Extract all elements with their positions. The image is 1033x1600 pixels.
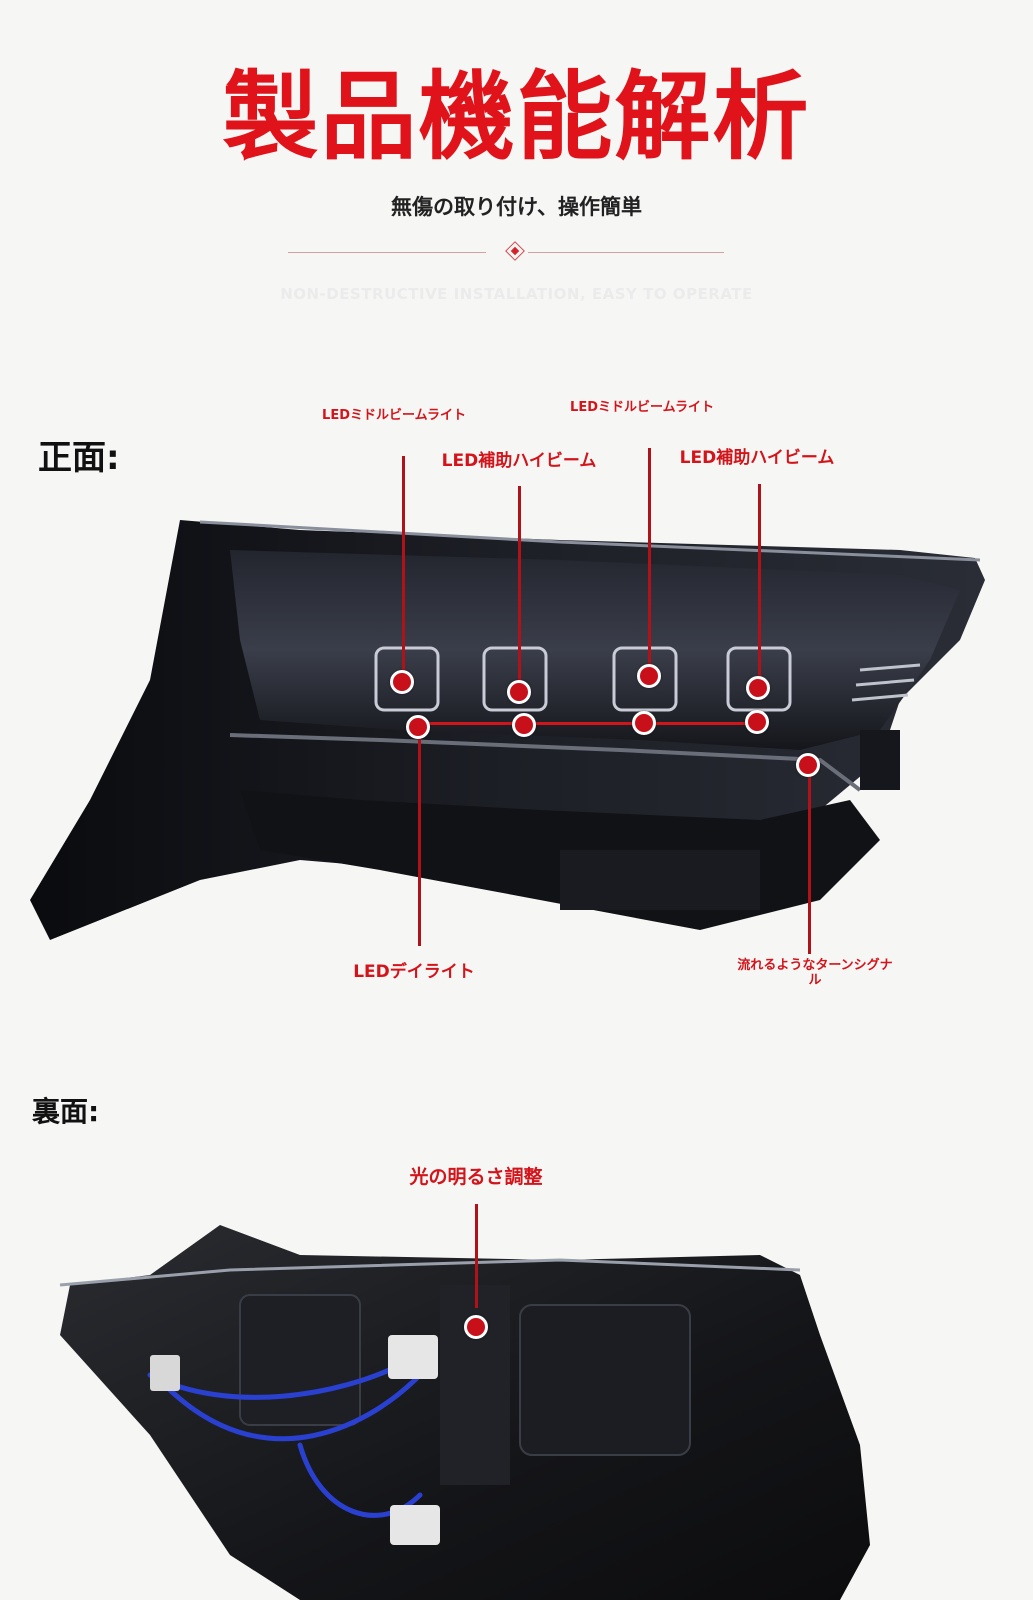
callout-mid-beam-2: LEDミドルビームライト [570,400,714,415]
callout-line-mid-beam-2 [648,448,651,674]
marker-drl-3 [632,711,656,735]
callout-line-brightness [475,1204,478,1308]
callout-brightness: 光の明るさ調整 [409,1166,543,1188]
marker-drl-4 [745,710,769,734]
callout-line-aux-high-1 [518,486,521,692]
callout-line-drl-horizontal [420,722,758,725]
callout-line-mid-beam-1 [402,456,405,682]
callout-aux-high-1: LED補助ハイビーム [441,451,597,471]
headlight-front-image [30,520,985,940]
callout-aux-high-2: LED補助ハイビーム [679,448,835,468]
callout-drl: LEDデイライト [353,962,475,982]
marker-brightness [464,1315,488,1339]
callout-line-aux-high-2 [758,484,761,688]
marker-drl-2 [512,713,536,737]
callout-line-drl [418,728,421,946]
marker-mid-beam-1 [390,670,414,694]
marker-drl-1 [406,715,430,739]
page-title: 製品機能解析 [222,61,811,173]
marker-aux-high-2 [746,676,770,700]
divider-right [528,252,724,253]
marker-aux-high-1 [507,680,531,704]
back-section-label: 裏面: [32,1095,100,1128]
callout-turn-signal: 流れるようなターンシグナル [737,958,893,988]
page-subtitle-english: NON-DESTRUCTIVE INSTALLATION, EASY TO OP… [280,285,753,303]
page-subtitle: 無傷の取り付け、操作簡単 [391,195,642,219]
divider-left [288,252,486,253]
headlight-back-image [59,1225,870,1600]
marker-mid-beam-2 [637,664,661,688]
callout-mid-beam-1: LEDミドルビームライト [322,408,466,423]
callout-line-turn-signal [808,770,811,954]
front-section-label: 正面: [38,438,120,478]
marker-turn-signal [796,753,820,777]
